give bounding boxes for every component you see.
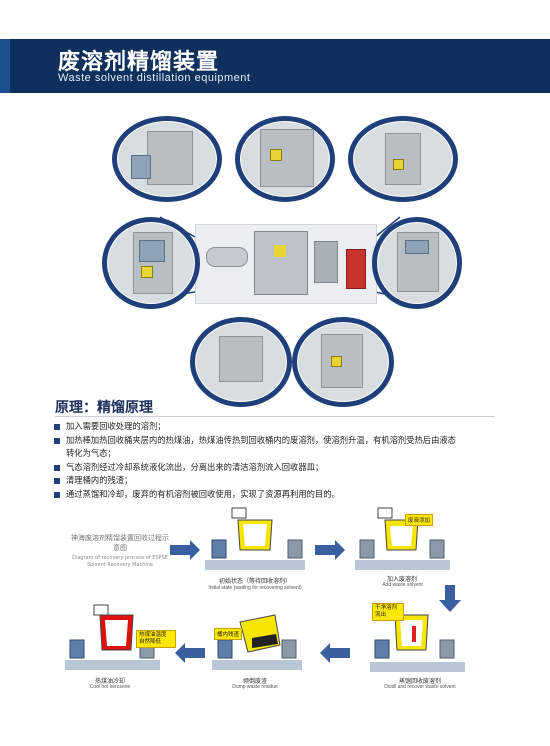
bullet-icon (54, 437, 60, 444)
section-divider (55, 416, 495, 417)
bullet-icon (54, 424, 60, 430)
tank-shape (206, 247, 248, 267)
caption-cool-en: Cool hot kerosene (89, 684, 131, 690)
tag-distill: 干净溶剂流出 (372, 603, 404, 621)
tag-dump: 桶内残渣 (214, 628, 243, 640)
arrow-left-icon (175, 643, 205, 663)
banner-accent (0, 39, 10, 93)
arrow-right-icon (170, 540, 200, 560)
bullet-icon (54, 464, 60, 471)
bullet-icon (54, 478, 60, 484)
caption-distill-en: Distill and recover waste solvent (384, 684, 456, 690)
principle-list: 加入需要回收处理的溶剂； 加热棒加热回收桶夹层内的热煤油，热煤油传热到回收桶内的… (52, 420, 502, 501)
caption-distill-cn: 蒸馏回收废溶剂 (398, 678, 441, 685)
arrow-down-icon (439, 585, 461, 612)
list-item: 气态溶剂经过冷却系统液化流出，分离出来的清洁溶剂流入回收器皿； (52, 461, 502, 475)
bullet-icon (54, 491, 60, 498)
arrow-right-icon (315, 540, 345, 560)
stage-add-solvent (355, 507, 450, 570)
caption-initial-en: Initial state (waiting for recovering so… (208, 585, 302, 591)
equipment-photo-5 (372, 217, 462, 309)
tag-cool: 热煤油温度 自然降低 (136, 630, 176, 648)
page-title: 废溶剂精馏装置 (58, 50, 220, 75)
center-equipment-photo (195, 224, 377, 304)
equipment-photo-2 (235, 116, 335, 202)
page-subtitle: Waste solvent distillation equipment (58, 72, 251, 84)
machine-body (254, 231, 308, 295)
stage-dump (212, 614, 302, 670)
caption-cool-cn: 热煤油冷却 (94, 678, 125, 685)
diagram-title: 神海废溶剂精馏装置回收过程示意图 (71, 534, 169, 552)
list-item: 清理桶内的残渣； (52, 474, 502, 488)
caption-add-en: Add waste solvent (382, 582, 423, 588)
pump-unit (314, 241, 338, 283)
red-cabinet (346, 249, 366, 289)
arrow-left-icon (320, 643, 350, 663)
equipment-photo-3 (348, 116, 458, 202)
caption-dump-en: Dump waste residue (232, 684, 278, 690)
equipment-photo-7 (292, 317, 394, 407)
stage-distill (370, 614, 465, 672)
list-item: 通过蒸馏和冷却，废弃的有机溶剂被回收使用，实现了资源再利用的目的。 (52, 488, 502, 502)
list-item-continuation: 转化为气态； (66, 448, 116, 458)
equipment-photo-4 (102, 217, 200, 309)
equipment-photo-1 (112, 116, 222, 202)
equipment-photo-collage (100, 112, 462, 407)
warning-sticker (274, 245, 286, 257)
caption-initial-cn: 初始状态（等待回收溶剂） (218, 578, 291, 585)
header-banner (0, 39, 550, 93)
diagram-title-en: Diagram of recovery process of ESPSE Sol… (72, 555, 168, 568)
principle-heading: 原理：精馏原理 (55, 400, 153, 416)
caption-add-cn: 加入废溶剂 (386, 576, 417, 583)
list-item: 加热棒加热回收桶夹层内的热煤油，热煤油传热到回收桶内的废溶剂，使溶剂升温，有机溶… (52, 434, 502, 448)
caption-dump-cn: 倾倒废渣 (242, 678, 267, 685)
tag-add-solvent: 废液添加 (405, 514, 434, 526)
equipment-photo-6 (190, 317, 292, 407)
list-item: 加入需要回收处理的溶剂； (52, 420, 502, 434)
stage-initial (205, 507, 305, 570)
